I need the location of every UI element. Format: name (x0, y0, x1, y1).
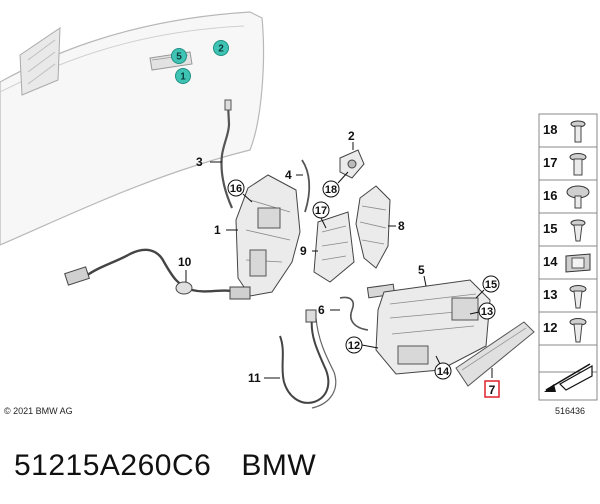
part-10-cable: 10 (64, 248, 251, 300)
callout-12[interactable]: 12 (345, 336, 379, 354)
part-2-bracket: 2 (339, 129, 365, 179)
part-4-wire: 4 (285, 159, 311, 213)
fastener-13[interactable]: 13 (543, 285, 587, 309)
fastener-17-label: 17 (543, 155, 557, 170)
part-7-label: 7 (489, 383, 496, 397)
fastener-15-label: 15 (543, 221, 557, 236)
fastener-16[interactable]: 16 (543, 185, 590, 209)
part-7-highlight-box (484, 380, 500, 398)
part-2-label: 2 (348, 129, 355, 143)
diagram-number: 516436 (555, 406, 585, 416)
fastener-18[interactable]: 18 (543, 120, 586, 143)
fastener-14[interactable]: 14 (543, 253, 591, 273)
fastener-13-label: 13 (543, 287, 557, 302)
door-callout-2-label: 2 (218, 44, 224, 55)
part-7-handle-trim[interactable]: 7 (455, 321, 535, 398)
part-5-handle-carrier: 5 (375, 263, 491, 375)
brand-name: BMW (241, 449, 317, 482)
fastener-14-label: 14 (543, 254, 558, 269)
part-number: 51215A260C6 (14, 449, 212, 482)
fastener-12-label: 12 (543, 320, 557, 335)
callout-12-label: 12 (348, 340, 360, 352)
callout-18-label: 18 (325, 184, 337, 196)
part-9-bracket: 9 (300, 211, 355, 283)
parts-diagram: 5 2 1 3 4 2 18 1 (0, 11, 598, 416)
part-1-door-lock: 1 (214, 174, 301, 297)
callout-17-label: 17 (315, 205, 327, 217)
part-6-label: 6 (318, 303, 325, 317)
part-11-label: 11 (248, 371, 261, 385)
copyright-text: © 2021 BMW AG (4, 406, 73, 416)
part-3-label: 3 (196, 155, 203, 169)
callout-17[interactable]: 17 (312, 201, 330, 229)
callout-16[interactable]: 16 (227, 179, 253, 203)
fastener-16-label: 16 (543, 188, 557, 203)
part-4-label: 4 (285, 168, 292, 182)
door-callout-5[interactable]: 5 (171, 48, 187, 64)
callout-15[interactable]: 15 (475, 275, 500, 299)
part-1-label: 1 (214, 223, 221, 237)
callout-15-label: 15 (485, 279, 497, 291)
car-door-illustration (0, 11, 265, 246)
callout-14[interactable]: 14 (434, 355, 452, 380)
fastener-panel: 18 17 16 15 14 13 12 (538, 113, 598, 401)
part-11-cable: 11 (248, 309, 337, 409)
door-callout-2[interactable]: 2 (213, 40, 229, 56)
door-callout-1-label: 1 (180, 72, 186, 83)
footer: 51215A260C6 BMW (14, 444, 316, 488)
door-callout-5-label: 5 (176, 52, 182, 63)
fastener-15[interactable]: 15 (543, 219, 586, 242)
part-9-label: 9 (300, 244, 307, 258)
callout-13-label: 13 (481, 306, 493, 318)
fastener-12[interactable]: 12 (543, 318, 587, 343)
part-3-rod: 3 (196, 99, 234, 209)
arrow-icon (544, 363, 593, 392)
callout-18[interactable]: 18 (322, 171, 349, 198)
door-callout-1[interactable]: 1 (175, 68, 191, 84)
callout-13[interactable]: 13 (469, 302, 496, 320)
part-5-label: 5 (418, 263, 425, 277)
part-8-bracket: 8 (355, 185, 405, 269)
fastener-18-label: 18 (543, 122, 557, 137)
part-8-label: 8 (398, 219, 405, 233)
callout-14-label: 14 (437, 366, 450, 378)
fastener-17[interactable]: 17 (543, 153, 587, 176)
callout-16-label: 16 (230, 183, 242, 195)
part-10-label: 10 (178, 255, 192, 269)
